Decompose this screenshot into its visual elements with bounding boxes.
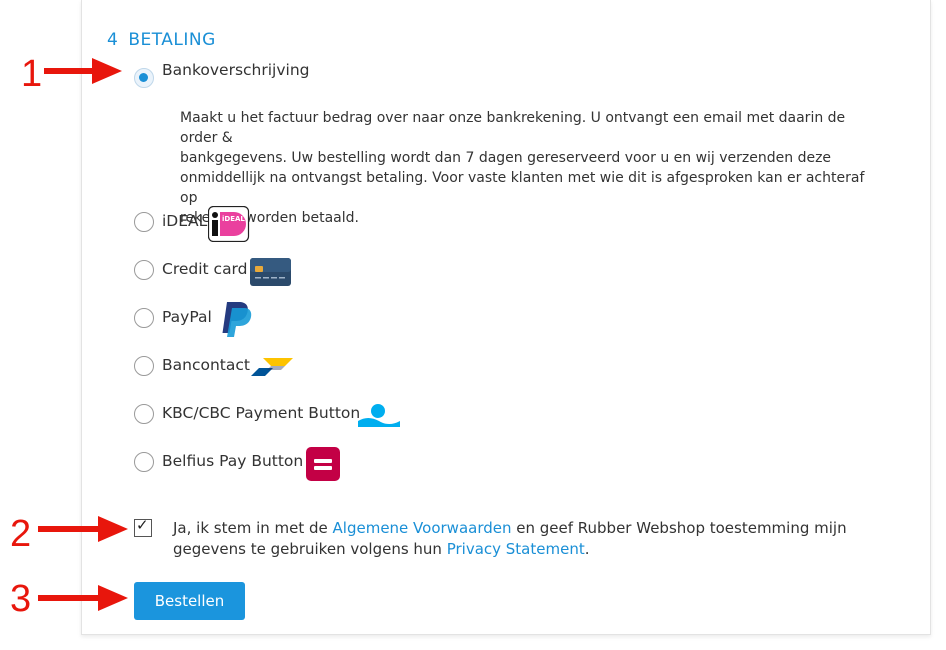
section-number: 4 bbox=[107, 30, 119, 50]
option-label-belfius[interactable]: Belfius Pay Button bbox=[162, 452, 304, 470]
description-line: onmiddellijk na ontvangst betaling. Voor… bbox=[180, 170, 865, 206]
consent-text-part: . bbox=[584, 540, 590, 558]
radio-credit-card[interactable] bbox=[134, 260, 154, 280]
description-line: Maakt u het factuur bedrag over naar onz… bbox=[180, 110, 846, 146]
consent-text: Ja, ik stem in met de Algemene Voorwaard… bbox=[173, 518, 873, 560]
radio-belfius[interactable] bbox=[134, 452, 154, 472]
option-label-ideal[interactable]: iDEAL bbox=[162, 212, 208, 230]
section-heading: BETALING bbox=[128, 30, 216, 50]
kbc-logo bbox=[358, 404, 400, 427]
consent-text-part: gegevens te gebruiken volgens hun bbox=[173, 540, 447, 558]
annotation-arrow-3 bbox=[38, 585, 128, 611]
terms-checkbox[interactable]: ✓ bbox=[134, 516, 152, 537]
section-title: 4 BETALING bbox=[107, 30, 216, 50]
ideal-logo: iDEAL bbox=[208, 206, 250, 242]
paypal-logo bbox=[222, 302, 252, 337]
bank-transfer-description: Maakt u het factuur bedrag over naar onz… bbox=[180, 108, 880, 228]
radio-bancontact[interactable] bbox=[134, 356, 154, 376]
credit-card-icon bbox=[250, 258, 291, 286]
consent-text-part: en geef Rubber Webshop toestemming mijn bbox=[511, 519, 847, 537]
annotation-number-1: 1 bbox=[21, 53, 43, 95]
annotation-number-2: 2 bbox=[10, 513, 32, 555]
option-label-bankoverschrijving[interactable]: Bankoverschrijving bbox=[162, 61, 310, 79]
option-label-bancontact[interactable]: Bancontact bbox=[162, 356, 250, 374]
annotation-arrow-1 bbox=[44, 58, 122, 84]
annotation-arrow-2 bbox=[38, 516, 128, 542]
belfius-logo bbox=[306, 447, 340, 481]
order-button[interactable]: Bestellen bbox=[134, 582, 245, 620]
option-label-kbc-cbc[interactable]: KBC/CBC Payment Button bbox=[162, 404, 361, 422]
annotation-number-3: 3 bbox=[10, 578, 32, 620]
terms-link[interactable]: Algemene Voorwaarden bbox=[332, 519, 512, 537]
option-label-paypal[interactable]: PayPal bbox=[162, 308, 212, 326]
consent-text-part: Ja, ik stem in met de bbox=[173, 519, 333, 537]
radio-ideal[interactable] bbox=[134, 212, 154, 232]
privacy-link[interactable]: Privacy Statement bbox=[446, 540, 585, 558]
checkout-panel bbox=[81, 0, 931, 635]
option-label-credit-card[interactable]: Credit card bbox=[162, 260, 248, 278]
ideal-logo-text: iDEAL bbox=[222, 215, 245, 223]
description-line: bankgegevens. Uw bestelling wordt dan 7 … bbox=[180, 150, 832, 166]
bancontact-logo bbox=[251, 358, 293, 376]
radio-paypal[interactable] bbox=[134, 308, 154, 328]
description-line: rekening worden betaald. bbox=[180, 210, 359, 226]
checkmark-icon: ✓ bbox=[136, 516, 149, 534]
radio-kbc-cbc[interactable] bbox=[134, 404, 154, 424]
radio-bankoverschrijving[interactable] bbox=[134, 68, 154, 88]
